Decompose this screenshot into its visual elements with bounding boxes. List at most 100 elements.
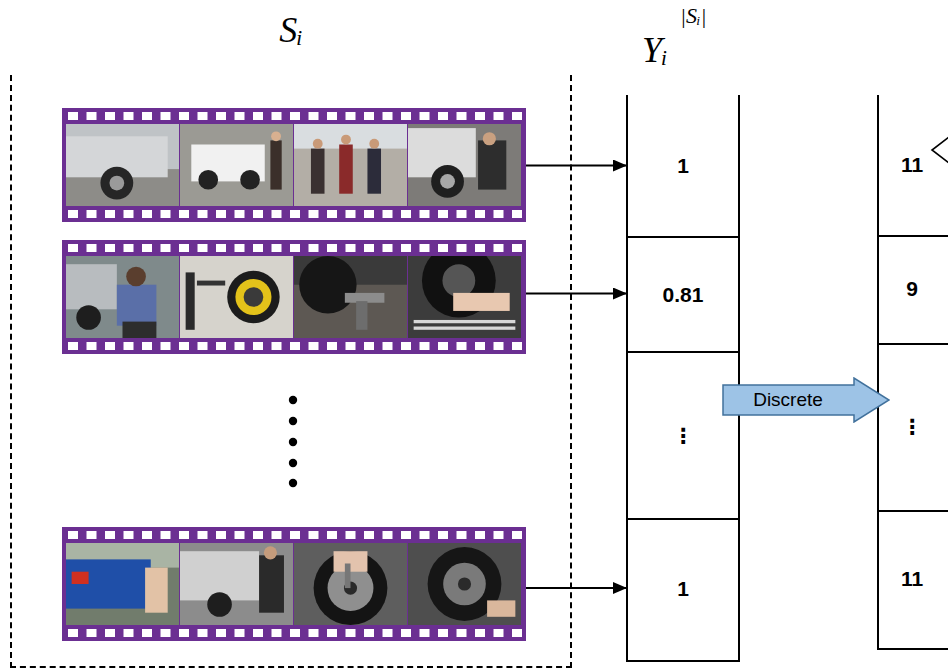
text-holder: 11: [879, 510, 945, 648]
photo-shape: [264, 546, 277, 559]
photo-shape: [294, 124, 407, 206]
photo-frame: [294, 543, 407, 625]
photo-shape: [186, 272, 195, 329]
sprocket-hole: [346, 531, 356, 539]
sprocket-hole: [309, 342, 319, 350]
sprocket-hole: [290, 112, 300, 120]
sprocket-hole: [364, 244, 374, 252]
photo-shape: [207, 592, 232, 617]
sprocket-hole: [161, 342, 171, 350]
text-holder: 0.81: [628, 238, 738, 351]
photo-shape: [126, 267, 146, 287]
sprocket-hole: [438, 342, 448, 350]
sprocket-hole: [179, 244, 189, 252]
sprocket-hole: [87, 244, 97, 252]
sprocket-hole: [457, 342, 467, 350]
cell-value: 1: [677, 153, 689, 178]
sprocket-hole: [290, 244, 300, 252]
sprocket-hole: [253, 210, 263, 218]
text-holder: ⋮: [879, 343, 945, 510]
photo-shape: [123, 322, 157, 338]
sprocket-hole: [87, 112, 97, 120]
photo-shape: [109, 176, 124, 191]
sprocket-hole: [161, 244, 171, 252]
sprocket-hole: [142, 342, 152, 350]
sprocket-hole: [383, 112, 393, 120]
photo-frame: [408, 256, 521, 338]
photo-frame: [180, 256, 293, 338]
cell-value: ⋮: [902, 414, 923, 439]
photo-shape: [145, 568, 168, 613]
sprocket-hole: [309, 531, 319, 539]
sprocket-hole: [512, 112, 522, 120]
score-cell: 1: [628, 518, 738, 658]
photo-shape: [442, 264, 475, 297]
sprocket-hole: [309, 112, 319, 120]
sprocket-hole: [87, 629, 97, 637]
sprocket-hole: [142, 531, 152, 539]
sprocket-hole: [438, 244, 448, 252]
photo-shape: [458, 577, 471, 590]
photo-frame: [66, 256, 179, 338]
photo-shape: [100, 167, 133, 200]
sprocket-hole: [420, 112, 430, 120]
discrete-arrow: Discrete: [722, 377, 890, 423]
sprocket-hole: [420, 629, 430, 637]
column-heading: Yᵢ: [642, 30, 668, 70]
text-holder: 1: [628, 95, 738, 236]
sprocket-hole: [253, 244, 263, 252]
sprocket-hole: [383, 244, 393, 252]
sprocket-hole: [327, 629, 337, 637]
photo-shape: [244, 287, 264, 307]
sprocket-hole: [161, 210, 171, 218]
sprocket-hole: [494, 112, 504, 120]
sprocket-hole: [216, 244, 226, 252]
photo-shape: [259, 555, 284, 612]
photo-shape: [345, 564, 351, 589]
sprocket-hole: [327, 210, 337, 218]
photo-shape: [478, 140, 506, 189]
photo-frame: [408, 543, 521, 625]
photo-shape: [294, 543, 407, 625]
sprocket-hole: [512, 244, 522, 252]
photo-shape: [197, 281, 225, 286]
score-cell: 1: [628, 95, 738, 236]
sprocket-hole: [512, 531, 522, 539]
sprocket-hole: [216, 342, 226, 350]
sprocket-hole: [401, 112, 411, 120]
sprocket-hole: [235, 112, 245, 120]
sprocket-hole: [290, 342, 300, 350]
sprocket-hole: [420, 342, 430, 350]
photo-shape: [341, 135, 351, 145]
sprocket-hole: [142, 210, 152, 218]
sprocket-hole: [346, 629, 356, 637]
photo-shape: [66, 264, 117, 309]
photo-shape: [453, 293, 510, 311]
sprocket-hole: [383, 629, 393, 637]
photo-frame: [294, 124, 407, 206]
sprocket-hole: [327, 112, 337, 120]
photo-shape: [369, 139, 379, 149]
sprocket-hole: [346, 112, 356, 120]
photo-shape: [483, 132, 496, 145]
photo-shape: [313, 139, 323, 149]
sprocket-hole: [457, 210, 467, 218]
cell-value: 0.81: [663, 282, 704, 307]
sprocket-hole: [68, 210, 78, 218]
photo-shape: [66, 559, 151, 608]
sprocket-hole: [475, 342, 485, 350]
sprocket-hole: [512, 342, 522, 350]
photo-shape: [443, 563, 486, 606]
sprocket-hole: [272, 244, 282, 252]
sprocket-hole: [309, 244, 319, 252]
sprocket-hole: [494, 210, 504, 218]
sprocket-hole: [124, 629, 134, 637]
photo-frame: [294, 256, 407, 338]
sprocket-hole: [494, 629, 504, 637]
sprocket-hole: [105, 244, 115, 252]
photo-shape: [487, 600, 515, 616]
sprocket-hole: [346, 210, 356, 218]
sprocket-hole: [383, 531, 393, 539]
photo-shape: [180, 256, 293, 338]
